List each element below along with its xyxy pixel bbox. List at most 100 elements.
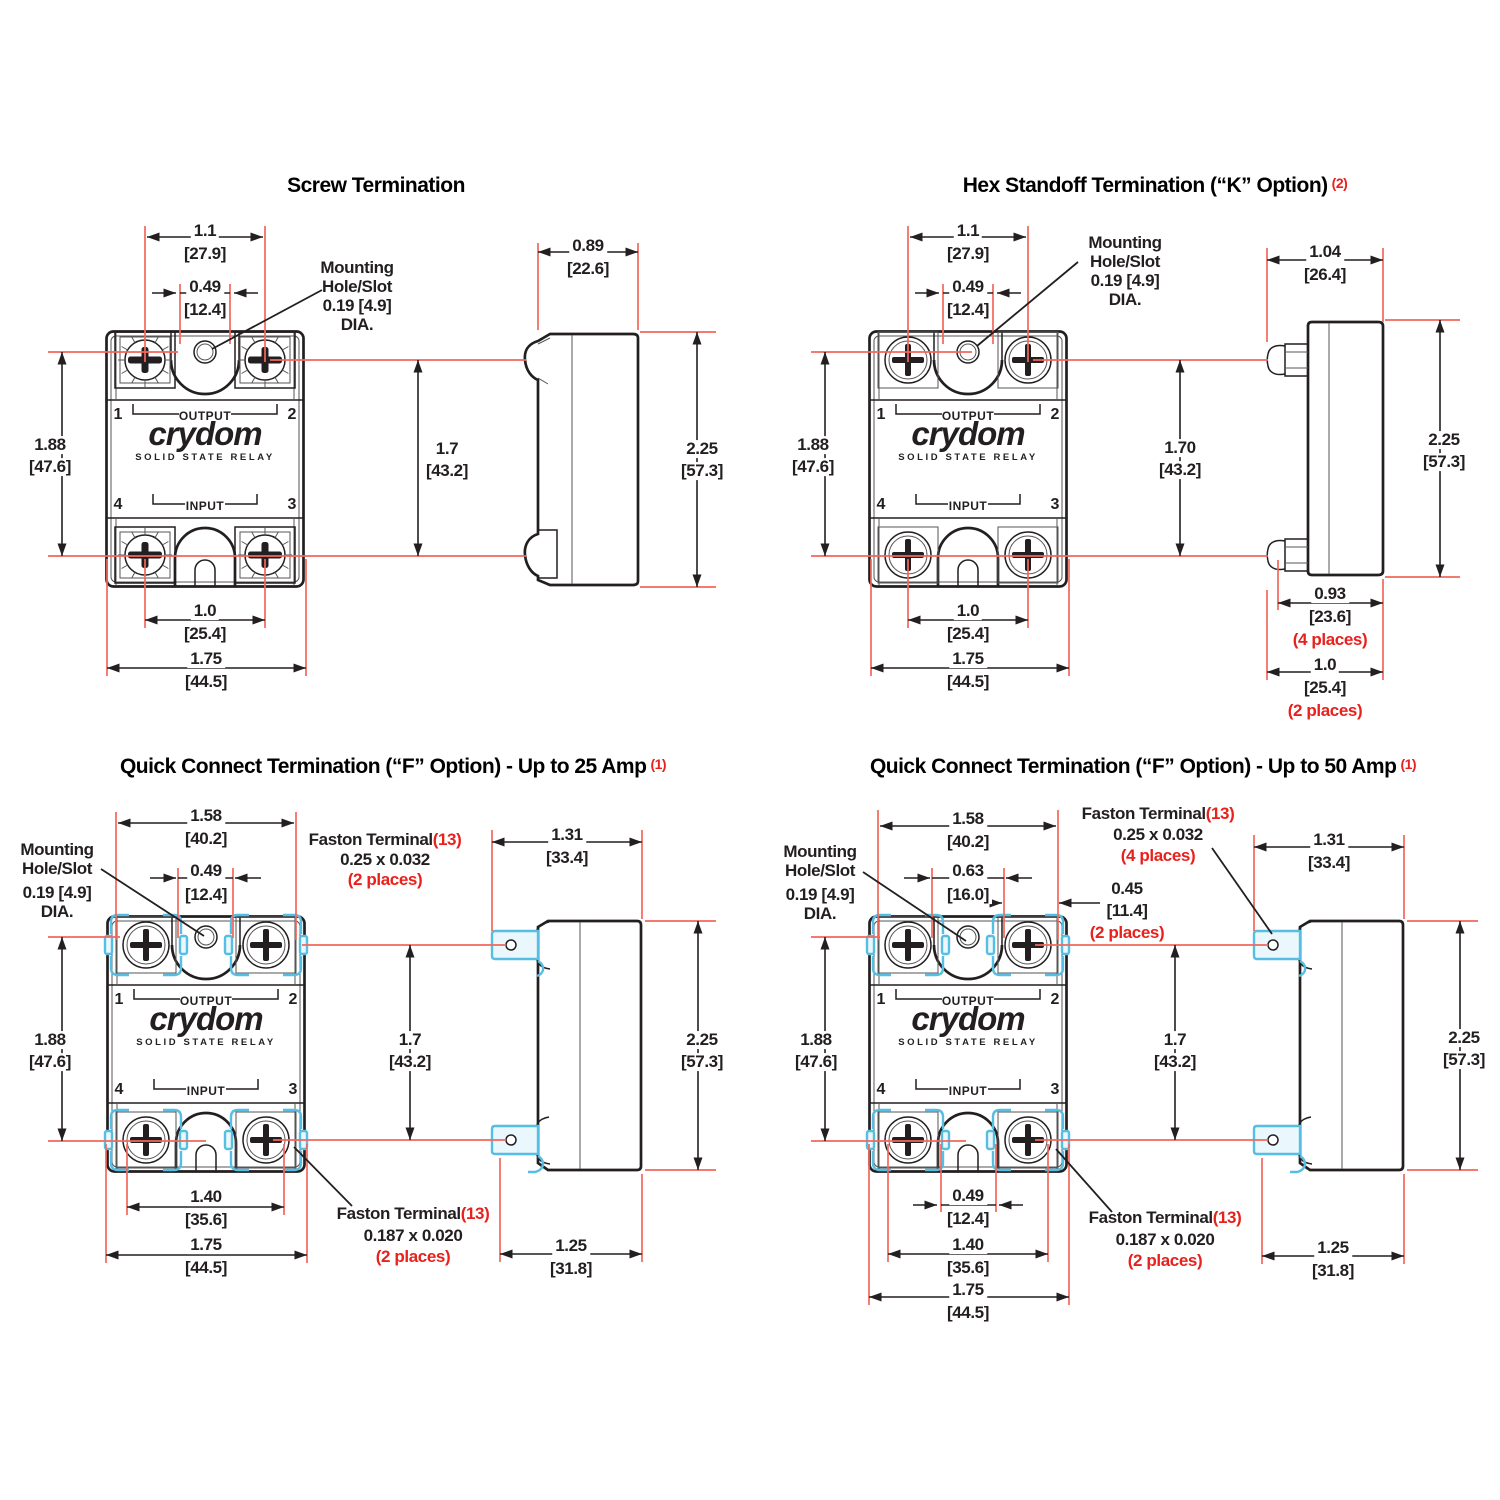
dim-label: 0.45: [1111, 879, 1143, 899]
dim-label: 0.49: [949, 278, 987, 296]
dim-label: [11.4]: [1106, 901, 1148, 921]
panel-qc50-drawing: [867, 915, 1405, 1174]
faston-note: Faston Terminal(13): [1079, 805, 1238, 823]
dim-label: [43.2]: [385, 1053, 435, 1071]
dim-label: 1.58: [949, 810, 987, 828]
dim-label: 1.75: [187, 1236, 225, 1254]
faston-ref: (13): [432, 830, 462, 850]
places-note: (2 places): [1089, 923, 1165, 943]
extension-lines: [48, 226, 1478, 1305]
faston-size: 0.25 x 0.032: [1113, 825, 1203, 845]
mounting-note: 0.19 [4.9]: [1090, 271, 1160, 291]
dim-label: 1.75: [949, 650, 987, 668]
dim-label: [12.4]: [943, 301, 993, 319]
dim-label: 1.75: [187, 650, 225, 668]
dim-label: [57.3]: [677, 462, 727, 480]
faston-size: 0.187 x 0.020: [1115, 1230, 1215, 1250]
mounting-note: Mounting: [320, 258, 394, 278]
dim-label: 1.88: [797, 1031, 835, 1049]
dim-label: 1.58: [187, 807, 225, 825]
mounting-note: Hole/Slot: [21, 859, 93, 879]
dim-label: 1.7: [395, 1031, 425, 1049]
dim-label: [44.5]: [943, 1304, 993, 1322]
panel-title-qc25: Quick Connect Termination (“F” Option) -…: [119, 755, 667, 779]
dim-label: [27.9]: [180, 245, 230, 263]
title-text: Quick Connect Termination (“F” Option) -…: [119, 755, 647, 778]
dim-label: [27.9]: [943, 245, 993, 263]
dim-label: 1.40: [187, 1188, 225, 1206]
panel-qc25-drawing: [105, 915, 643, 1174]
dim-label: [35.6]: [943, 1259, 993, 1277]
dim-label: 1.0: [953, 602, 983, 620]
mounting-note: 0.19 [4.9]: [22, 883, 92, 903]
dim-label: 1.75: [949, 1281, 987, 1299]
title-footnote: (1): [650, 756, 667, 772]
faston-ref: (13): [1205, 804, 1235, 824]
faston-note: Faston Terminal(13): [306, 831, 465, 849]
dim-label: [25.4]: [180, 625, 230, 643]
title-text: Screw Termination: [287, 174, 465, 197]
faston-ref: (13): [460, 1204, 490, 1224]
faston-note: Faston Terminal(13): [334, 1205, 493, 1223]
faston-label: Faston Terminal: [1088, 1208, 1213, 1228]
dim-label: [44.5]: [943, 673, 993, 691]
dim-label: 1.25: [1314, 1239, 1352, 1257]
title-footnote: (1): [1400, 756, 1417, 772]
dim-label: [33.4]: [542, 849, 592, 867]
dim-label: [25.4]: [1300, 679, 1350, 697]
mounting-note: 0.19 [4.9]: [785, 885, 855, 905]
faston-label: Faston Terminal: [1081, 804, 1206, 824]
mounting-note: DIA.: [340, 315, 374, 335]
mounting-note: Hole/Slot: [321, 277, 393, 297]
dim-label: 0.49: [187, 862, 225, 880]
places-note: (2 places): [375, 1247, 451, 1267]
places-note: (2 places): [1127, 1251, 1203, 1271]
dim-label: 0.49: [949, 1187, 987, 1205]
dim-label: 2.25: [683, 440, 721, 458]
dim-label: [35.6]: [181, 1211, 231, 1229]
dim-label: 1.88: [794, 436, 832, 454]
panel-title-qc50: Quick Connect Termination (“F” Option) -…: [870, 755, 1417, 779]
title-footnote: (2): [1331, 175, 1348, 191]
dim-label: 1.1: [953, 222, 983, 240]
dim-label: [25.4]: [943, 625, 993, 643]
dim-label: 1.31: [548, 826, 586, 844]
faston-size: 0.25 x 0.032: [340, 850, 430, 870]
dim-label: [57.3]: [1439, 1051, 1489, 1069]
dim-label: [43.2]: [1150, 1053, 1200, 1071]
mounting-note: DIA.: [40, 902, 74, 922]
panel-screw-drawing: [107, 332, 640, 587]
dim-label: 1.31: [1310, 831, 1348, 849]
panel-title-hex: Hex Standoff Termination (“K” Option)(2): [963, 174, 1348, 198]
mounting-note: Mounting: [20, 840, 94, 860]
dim-label: 1.40: [949, 1236, 987, 1254]
dim-label: [26.4]: [1300, 266, 1350, 284]
mounting-note: DIA.: [1108, 290, 1142, 310]
dim-label: [31.8]: [1308, 1262, 1358, 1280]
dim-label: 1.88: [31, 436, 69, 454]
places-note: (4 places): [1289, 631, 1371, 649]
dim-label: 1.88: [31, 1031, 69, 1049]
dim-label: [47.6]: [788, 458, 838, 476]
dim-label: [47.6]: [25, 1053, 75, 1071]
faston-label: Faston Terminal: [336, 1204, 461, 1224]
faston-note: Faston Terminal(13): [1086, 1209, 1245, 1227]
mounting-note: Mounting: [1088, 233, 1162, 253]
dim-label: [40.2]: [181, 830, 231, 848]
dim-label: 1.70: [1161, 439, 1199, 457]
mounting-note: DIA.: [803, 904, 837, 924]
dim-label: [12.4]: [181, 886, 231, 904]
dim-label: 1.1: [190, 222, 220, 240]
mounting-note: 0.19 [4.9]: [322, 296, 392, 316]
faston-size: 0.187 x 0.020: [363, 1226, 463, 1246]
dim-label: 1.04: [1306, 243, 1344, 261]
dim-label: [43.2]: [425, 461, 469, 481]
dim-label: 2.25: [1425, 431, 1463, 449]
dim-label: [16.0]: [943, 886, 993, 904]
dim-label: 0.89: [569, 237, 607, 255]
dim-label: 1.0: [1310, 656, 1340, 674]
panel-title-screw: Screw Termination: [287, 174, 465, 198]
dim-label: 1.0: [190, 602, 220, 620]
dim-label: [47.6]: [791, 1053, 841, 1071]
